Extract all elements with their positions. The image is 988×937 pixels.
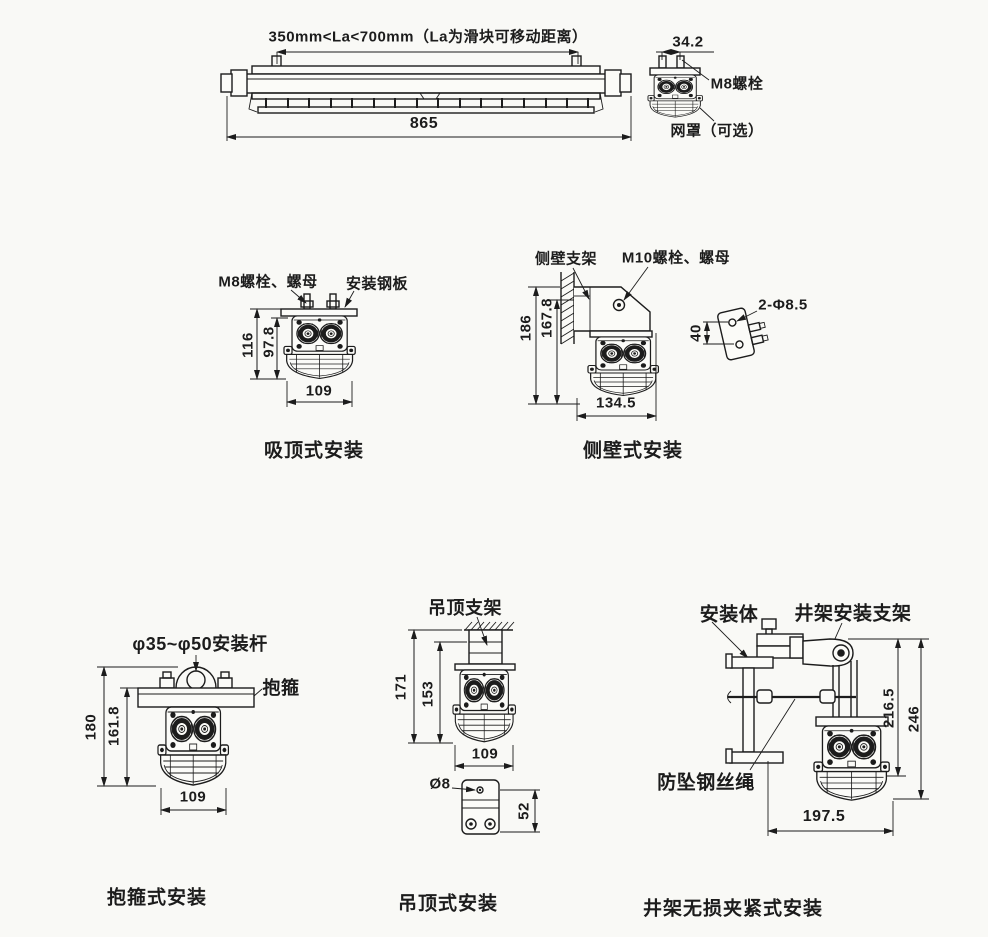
dim-wall-inner-height: 167.8 bbox=[538, 297, 556, 339]
dim-overall-length: 865 bbox=[409, 115, 439, 132]
dim-wall-height: 186 bbox=[517, 314, 535, 342]
mounting-body-label: 安装体 bbox=[699, 604, 759, 626]
dim-clamp-height: 180 bbox=[82, 713, 100, 741]
clamp-mount-drawing bbox=[97, 655, 263, 815]
wall-mount-drawing bbox=[528, 266, 769, 421]
dim-derrick-inner-height: 216.5 bbox=[880, 687, 898, 729]
bracket-holes-label: 2-Φ8.5 bbox=[758, 296, 808, 314]
dim-derrick-height: 246 bbox=[905, 705, 923, 733]
lamp-end-view bbox=[158, 707, 228, 785]
lamp-end-view bbox=[453, 670, 515, 742]
dim-suspension-width: 109 bbox=[471, 745, 499, 763]
caption-ceiling-mount: 吸顶式安装 bbox=[263, 440, 365, 462]
lamp-end-view bbox=[284, 316, 355, 378]
caption-suspension-mount: 吊顶式安装 bbox=[397, 893, 499, 915]
derrick-bracket-label: 井架安装支架 bbox=[794, 603, 912, 625]
mounting-plate-label: 安装钢板 bbox=[345, 275, 409, 293]
dim-suspension-inner-height: 153 bbox=[419, 680, 437, 708]
lamp-end-view bbox=[646, 73, 705, 119]
dim-hole-offset: 52 bbox=[515, 802, 533, 820]
safety-rope-label: 防坠钢丝绳 bbox=[657, 772, 755, 794]
ceiling-mount-drawing bbox=[250, 289, 358, 407]
mesh-cover-label: 网罩（可选） bbox=[670, 122, 764, 140]
dim-suspension-height: 171 bbox=[392, 673, 410, 701]
m10-bolt-label: M10螺栓、螺母 bbox=[621, 249, 731, 267]
dim-ceiling-width: 109 bbox=[305, 382, 333, 400]
lamp-end-view bbox=[814, 726, 889, 800]
suspension-mount-drawing bbox=[408, 616, 540, 835]
dim-ceiling-height: 116 bbox=[239, 332, 257, 358]
wall-bracket-label: 侧壁支架 bbox=[534, 250, 598, 268]
dim-wall-width: 134.5 bbox=[595, 394, 637, 412]
dim-clamp-width: 109 bbox=[179, 788, 207, 806]
lamp-end-view bbox=[588, 337, 658, 396]
dim-clamp-inner-height: 161.8 bbox=[105, 705, 123, 747]
derrick-mount-drawing bbox=[711, 618, 929, 836]
caption-wall-mount: 侧壁式安装 bbox=[582, 440, 684, 462]
dim-stud-spacing: 34.2 bbox=[672, 33, 704, 51]
caption-derrick-mount: 井架无损夹紧式安装 bbox=[642, 898, 824, 920]
luminaire-front-view bbox=[220, 49, 632, 141]
dim-derrick-width: 197.5 bbox=[802, 808, 846, 825]
slider-range-note: 350mm<La<700mm（La为滑块可移动距离） bbox=[268, 28, 588, 46]
luminaire-end-view bbox=[646, 49, 715, 122]
dim-hole-diameter: Ø8 bbox=[429, 775, 451, 793]
dim-bracket-hole-spacing: 40 bbox=[687, 324, 705, 342]
ceiling-bolt-label: M8螺栓、螺母 bbox=[218, 273, 318, 291]
suspension-bracket-label: 吊顶支架 bbox=[428, 598, 502, 618]
m8-bolt-label: M8螺栓 bbox=[710, 75, 764, 93]
mounting-rod-label: φ35~φ50安装杆 bbox=[132, 634, 268, 654]
caption-clamp-mount: 抱箍式安装 bbox=[106, 887, 208, 909]
dim-ceiling-inner-height: 97.8 bbox=[260, 326, 278, 358]
clamp-label: 抱箍 bbox=[262, 678, 300, 698]
